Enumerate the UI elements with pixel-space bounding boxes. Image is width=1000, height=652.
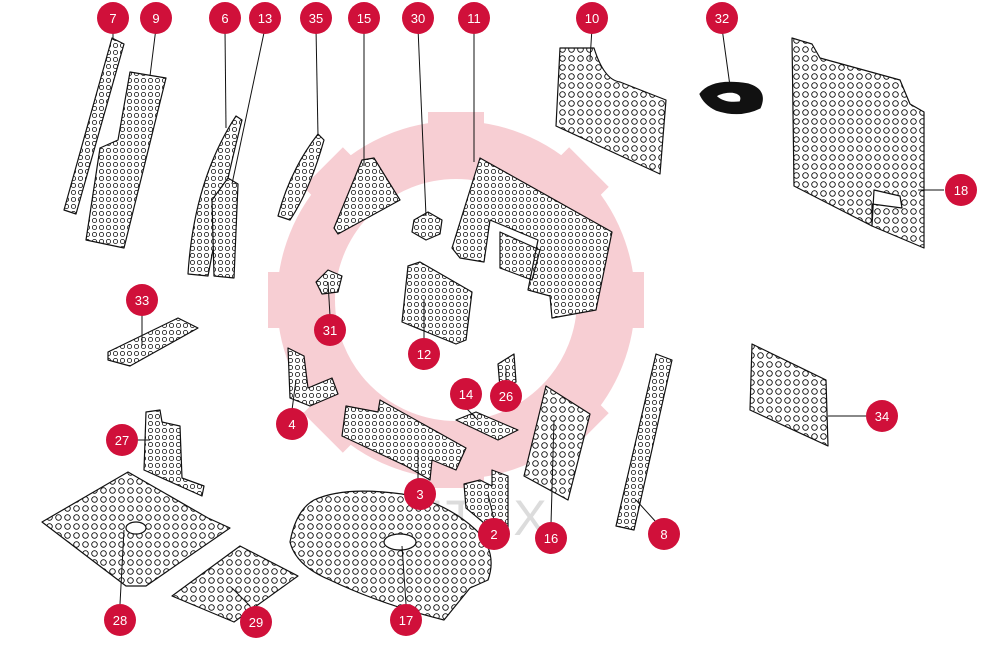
callout-16: 16 <box>535 522 567 554</box>
callouts: 7 9 6 13 35 15 30 11 10 32 18 33 31 12 4… <box>97 2 977 638</box>
part-32 <box>699 81 763 115</box>
callout-2-label: 2 <box>490 527 497 542</box>
callout-33-label: 33 <box>135 293 149 308</box>
callout-31-label: 31 <box>323 323 337 338</box>
callout-32-label: 32 <box>715 11 729 26</box>
part-30 <box>411 211 443 241</box>
part-3 <box>341 399 467 481</box>
callout-15: 15 <box>348 2 380 34</box>
part-7 <box>63 37 125 215</box>
callout-34: 34 <box>866 400 898 432</box>
callout-10-label: 10 <box>585 11 599 26</box>
part-27 <box>143 409 205 497</box>
part-11 <box>451 157 613 319</box>
callout-32: 32 <box>706 2 738 34</box>
callout-30-label: 30 <box>411 11 425 26</box>
part-29 <box>171 545 299 623</box>
callout-12: 12 <box>408 338 440 370</box>
callout-27-label: 27 <box>115 433 129 448</box>
callout-3-label: 3 <box>416 487 423 502</box>
part-9 <box>85 71 167 249</box>
callout-29-label: 29 <box>249 615 263 630</box>
callout-6-label: 6 <box>221 11 228 26</box>
callout-31: 31 <box>314 314 346 346</box>
part-8 <box>615 353 673 531</box>
callout-14: 14 <box>450 378 482 410</box>
part-16 <box>523 385 591 501</box>
part-14 <box>455 411 519 441</box>
callout-4: 4 <box>276 408 308 440</box>
callout-13-label: 13 <box>258 11 272 26</box>
callout-35: 35 <box>300 2 332 34</box>
part-10 <box>555 47 667 175</box>
callout-17-label: 17 <box>399 613 413 628</box>
callout-3: 3 <box>404 478 436 510</box>
callout-26-label: 26 <box>499 389 513 404</box>
part-13 <box>211 177 239 279</box>
callout-17: 17 <box>390 604 422 636</box>
callout-33: 33 <box>126 284 158 316</box>
part-34 <box>749 343 829 447</box>
part-17 <box>289 490 492 621</box>
callout-18-label: 18 <box>954 183 968 198</box>
part-35 <box>277 133 325 221</box>
callout-34-label: 34 <box>875 409 889 424</box>
callout-18: 18 <box>945 174 977 206</box>
callout-9: 9 <box>140 2 172 34</box>
part-18 <box>791 37 925 249</box>
callout-4-label: 4 <box>288 417 295 432</box>
part-17-hole <box>383 533 417 551</box>
callout-9-label: 9 <box>152 11 159 26</box>
callout-7-label: 7 <box>109 11 116 26</box>
callout-2: 2 <box>478 518 510 550</box>
callout-12-label: 12 <box>417 347 431 362</box>
callout-8-label: 8 <box>660 527 667 542</box>
part-12 <box>401 261 473 345</box>
callout-15-label: 15 <box>357 11 371 26</box>
part-15 <box>333 157 401 235</box>
callout-14-label: 14 <box>459 387 473 402</box>
part-26 <box>497 353 517 389</box>
callout-11: 11 <box>458 2 490 34</box>
parts <box>41 37 925 623</box>
callout-28-label: 28 <box>113 613 127 628</box>
callout-27: 27 <box>106 424 138 456</box>
callout-10: 10 <box>576 2 608 34</box>
callout-6: 6 <box>209 2 241 34</box>
callout-28: 28 <box>104 604 136 636</box>
callout-11-label: 11 <box>467 11 481 26</box>
callout-30: 30 <box>402 2 434 34</box>
callout-35-label: 35 <box>309 11 323 26</box>
part-31 <box>315 269 343 295</box>
callout-13: 13 <box>249 2 281 34</box>
part-28-hole <box>125 521 147 535</box>
callout-26: 26 <box>490 380 522 412</box>
callout-29: 29 <box>240 606 272 638</box>
callout-16-label: 16 <box>544 531 558 546</box>
part-2 <box>463 469 509 535</box>
callout-8: 8 <box>648 518 680 550</box>
callout-7: 7 <box>97 2 129 34</box>
part-33 <box>107 317 199 367</box>
